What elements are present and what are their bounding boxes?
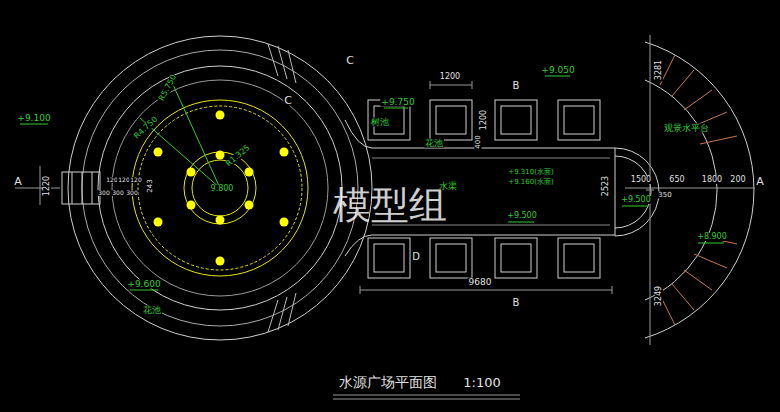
scale-note: 1:100 (462, 376, 501, 389)
section-mark: D (411, 252, 421, 262)
dimension: 300 (111, 190, 124, 196)
dimension: 300 (125, 190, 138, 196)
radius-dim: R5.750 (157, 73, 178, 104)
elevation: +9.100 (16, 114, 51, 123)
area-label: 花池 (142, 306, 162, 315)
elevation: 9.800 (210, 185, 235, 193)
dimension: 3281 (655, 59, 663, 81)
dimension: 650 (668, 176, 685, 184)
dimension: 120 (129, 177, 142, 183)
area-label: 树池 (370, 118, 390, 127)
section-mark: C (345, 55, 355, 66)
dimension: 243 (147, 178, 154, 193)
dimension: 200 (729, 176, 746, 184)
area-label: 观景水平台 (663, 124, 710, 133)
dimension: 1200 (480, 109, 488, 131)
elevation: +9.050 (540, 66, 575, 75)
dimension: 1800 (701, 176, 723, 184)
elevation: +9.310(水面) (507, 169, 554, 176)
dimension: 9680 (468, 278, 493, 287)
elevation: +9.500 (620, 196, 652, 204)
dimension: 350 (657, 192, 672, 199)
elevation: +9.750 (380, 98, 415, 107)
watermark: 模型组 (332, 186, 448, 224)
dimension: 3249 (655, 285, 663, 307)
dimension: 1500 (630, 176, 652, 184)
section-mark: B (512, 81, 521, 91)
elevation: +9.160(水面) (507, 179, 554, 186)
section-mark: A (755, 176, 765, 187)
dimension: 2523 (602, 175, 610, 197)
area-label: 花池 (424, 139, 444, 148)
elevation: +9.500 (506, 212, 538, 220)
dimension: 400 (475, 134, 482, 149)
elevation: +8.900 (696, 233, 728, 241)
elevation: +9.600 (126, 280, 161, 289)
dimension: 1200 (439, 73, 461, 81)
section-mark: C (283, 95, 293, 106)
drawing-title: 水源广场平面图 (338, 375, 438, 389)
section-mark: B (512, 298, 521, 308)
dimension: 300 (97, 190, 110, 196)
dimension: 1220 (43, 175, 51, 197)
section-mark: A (13, 176, 23, 187)
